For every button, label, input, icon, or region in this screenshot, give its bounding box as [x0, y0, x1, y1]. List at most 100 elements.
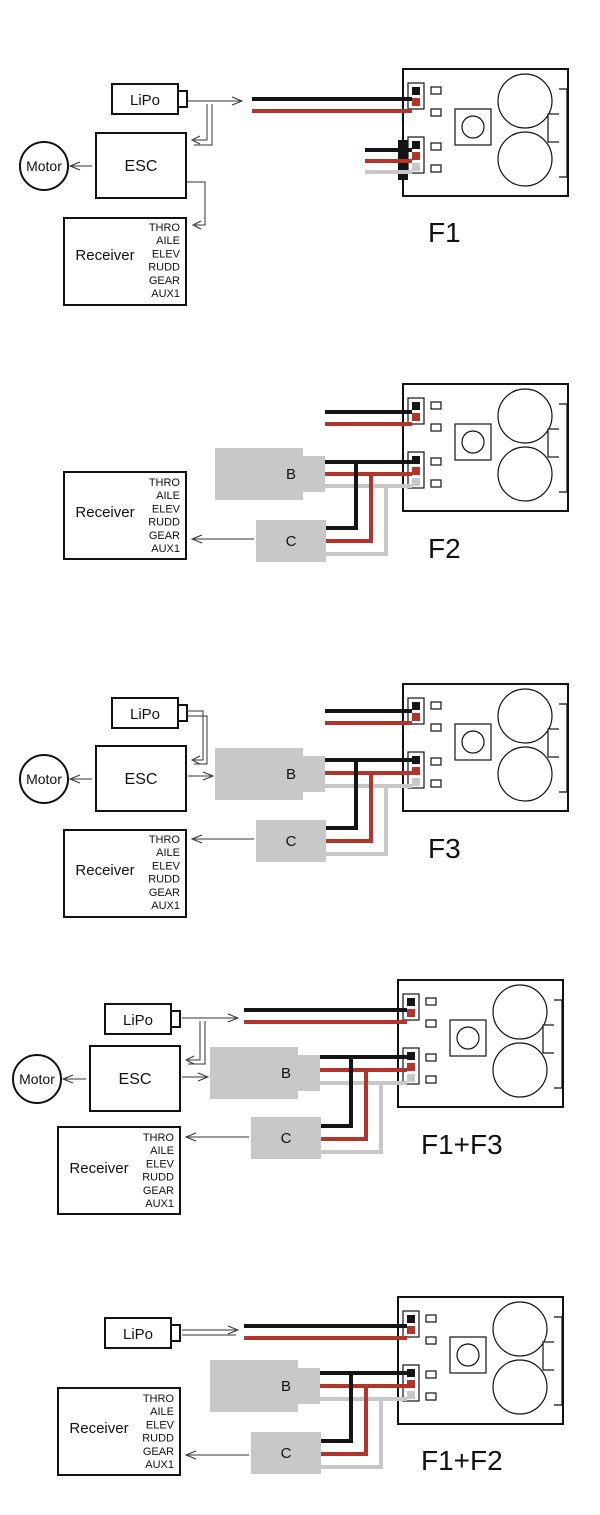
wire-black [326, 462, 358, 530]
receiver-channel-rudd: RUDD [148, 262, 180, 274]
arrow [188, 771, 215, 781]
wire-gray [326, 486, 388, 556]
figure-f1: LiPo ESC Motor Receiver THROAILEELEVRUDD… [19, 68, 569, 306]
receiver-channel-aux1: AUX1 [151, 543, 180, 555]
wire-red [326, 474, 373, 543]
receiver-label: Receiver [75, 247, 134, 264]
arrow [187, 96, 244, 106]
module-c-label: C [281, 1130, 292, 1147]
module-b-label: B [281, 1378, 291, 1395]
arrow [182, 1325, 240, 1335]
wire-gray [321, 1399, 383, 1469]
receiver-channel-rudd: RUDD [148, 517, 180, 529]
arrow [190, 534, 254, 544]
wire-red [321, 1070, 368, 1141]
receiver-channel-elev: ELEV [152, 248, 181, 260]
receiver-channel-aux1: AUX1 [151, 900, 180, 912]
receiver-channel-aile: AILE [150, 1406, 174, 1418]
receiver-label: Receiver [75, 504, 134, 521]
receiver-channel-aile: AILE [150, 1145, 174, 1157]
motor-label: Motor [26, 771, 62, 787]
arrow [188, 1021, 206, 1065]
arrow [182, 1013, 240, 1023]
alarm-board [397, 979, 564, 1108]
arrow [184, 1450, 249, 1460]
module-c: C [256, 520, 326, 562]
lipo-label: LiPo [123, 1326, 153, 1343]
receiver-channel-rudd: RUDD [142, 1172, 174, 1184]
figure-label: F1+F3 [421, 1129, 503, 1160]
alarm-board [402, 68, 569, 197]
receiver-channel-gear: GEAR [143, 1185, 174, 1197]
module-c: C [256, 820, 326, 862]
arrow [182, 1072, 210, 1082]
arrow [68, 161, 92, 171]
module-b: B [215, 748, 325, 800]
wire-black [321, 1373, 353, 1443]
arrow [184, 1021, 201, 1065]
motor-label: Motor [26, 158, 62, 174]
motor: Motor [19, 754, 69, 804]
figure-label: F1 [428, 217, 461, 248]
arrow [187, 715, 208, 765]
receiver-label: Receiver [69, 1160, 128, 1177]
arrow [61, 1074, 86, 1084]
wire-black [326, 760, 358, 830]
arrow [194, 104, 213, 146]
module-b-label: B [281, 1065, 291, 1082]
receiver-channel-thro: THRO [149, 222, 181, 234]
receiver-channel-rudd: RUDD [148, 874, 180, 886]
receiver-channel-aux1: AUX1 [151, 288, 180, 300]
arrow [190, 104, 208, 145]
lipo-label: LiPo [130, 92, 160, 109]
lipo-battery: LiPo [111, 697, 188, 729]
module-c-label: C [286, 833, 297, 850]
motor: Motor [12, 1054, 62, 1104]
receiver-channel-gear: GEAR [149, 275, 180, 287]
module-b-label: B [286, 466, 296, 483]
figure-f3: LiPo ESC Motor B C Receiver THROAILEELEV… [19, 683, 569, 918]
module-c-label: C [286, 533, 297, 550]
arrow [187, 710, 204, 765]
wire-black [321, 1057, 353, 1128]
motor: Motor [19, 141, 69, 191]
module-b: B [215, 448, 325, 500]
alarm-board [397, 1296, 564, 1425]
receiver-channel-aile: AILE [156, 847, 180, 859]
receiver-channel-rudd: RUDD [142, 1433, 174, 1445]
receiver-channel-thro: THRO [149, 834, 181, 846]
figure-f1-f3: LiPo ESC Motor B C Receiver THROAILEELEV… [12, 979, 564, 1215]
alarm-board [402, 383, 569, 512]
esc-label: ESC [119, 1071, 152, 1088]
lipo-battery: LiPo [111, 83, 188, 115]
module-b: B [210, 1047, 320, 1099]
receiver-channel-thro: THRO [149, 477, 181, 489]
wire-red [321, 1386, 368, 1456]
lipo-label: LiPo [130, 706, 160, 723]
esc-label: ESC [125, 771, 158, 788]
receiver-channel-thro: THRO [143, 1393, 175, 1405]
lipo-label: LiPo [123, 1012, 153, 1029]
esc-box: ESC [95, 132, 187, 199]
module-c-label: C [281, 1445, 292, 1462]
receiver-channel-elev: ELEV [146, 1419, 175, 1431]
module-b-label: B [286, 766, 296, 783]
receiver-label: Receiver [69, 1420, 128, 1437]
receiver-channel-thro: THRO [143, 1132, 175, 1144]
motor-label: Motor [19, 1071, 55, 1087]
receiver-channel-gear: GEAR [149, 530, 180, 542]
figure-label: F2 [428, 533, 461, 564]
esc-box: ESC [95, 745, 187, 812]
esc-label: ESC [125, 158, 158, 175]
lipo-battery: LiPo [104, 1317, 181, 1349]
arrow [186, 181, 206, 230]
receiver-channel-elev: ELEV [152, 860, 181, 872]
receiver-channel-elev: ELEV [152, 503, 181, 515]
arrow [184, 1132, 249, 1142]
